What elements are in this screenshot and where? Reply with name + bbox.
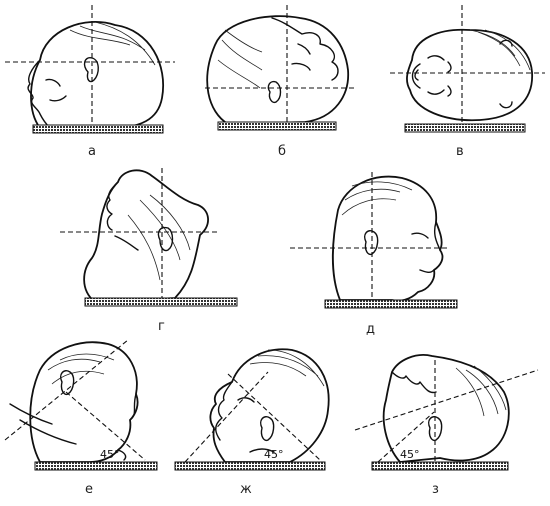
angle-label-z: 45° bbox=[400, 448, 420, 461]
head-outline-e bbox=[29, 341, 139, 463]
panel-label-v: в bbox=[456, 144, 464, 159]
slope-guide-z bbox=[377, 411, 435, 463]
panel-e: 45° е bbox=[4, 339, 158, 497]
head-outline-b bbox=[206, 15, 349, 125]
panel-label-g: г bbox=[158, 319, 165, 334]
panel-label-z: з bbox=[432, 482, 439, 497]
ear-a bbox=[83, 57, 99, 83]
ear-zh bbox=[260, 416, 275, 442]
table-base-b bbox=[217, 121, 337, 131]
panel-label-e: е bbox=[85, 482, 93, 497]
panel-z: 45° з bbox=[354, 354, 539, 497]
ear-d bbox=[364, 230, 379, 256]
table-base-g bbox=[84, 297, 238, 307]
ear-z bbox=[428, 416, 443, 442]
head-outline-v bbox=[406, 28, 533, 122]
slope-guide-zh bbox=[227, 373, 321, 461]
panel-zh: 45° ж bbox=[174, 348, 330, 497]
face-profile-b bbox=[271, 17, 339, 81]
table-base-d bbox=[324, 299, 458, 309]
head-outline-g bbox=[83, 169, 209, 303]
table-base-z bbox=[371, 461, 509, 471]
table-base-a bbox=[32, 124, 164, 134]
panel-b: б bbox=[205, 5, 355, 159]
face-profile-e bbox=[117, 393, 137, 461]
face-profile-g bbox=[106, 181, 119, 231]
angle-label-zh: 45° bbox=[264, 448, 284, 461]
face-profile-d bbox=[411, 221, 441, 273]
diagonal-guide-zh bbox=[184, 371, 269, 463]
table-base-e bbox=[34, 461, 158, 471]
diagonal-guide-e bbox=[4, 339, 129, 441]
table-base-v bbox=[404, 123, 526, 133]
panel-d: д bbox=[290, 172, 458, 337]
head-outline-z bbox=[382, 354, 510, 463]
panel-g: г bbox=[60, 168, 238, 334]
angle-label-e: 45° bbox=[100, 448, 120, 461]
panel-label-d: д bbox=[366, 322, 375, 337]
diagonal-guide-z bbox=[354, 369, 539, 431]
ear-v bbox=[499, 39, 513, 109]
face-profile-z bbox=[391, 371, 437, 394]
ear-e bbox=[60, 370, 75, 396]
face-profile-a bbox=[27, 59, 51, 129]
panel-v: в bbox=[390, 5, 545, 159]
panel-a: а bbox=[5, 5, 175, 159]
panel-label-zh: ж bbox=[240, 482, 252, 497]
slope-guide-e bbox=[65, 391, 146, 461]
ear-b bbox=[267, 80, 282, 104]
face-profile-zh bbox=[215, 381, 255, 441]
face-features-v bbox=[411, 55, 445, 95]
panel-label-a: а bbox=[88, 144, 96, 159]
table-base-zh bbox=[174, 461, 326, 471]
panel-label-b: б bbox=[278, 144, 286, 159]
head-outline-d bbox=[332, 175, 444, 302]
head-outline-zh bbox=[209, 348, 330, 463]
